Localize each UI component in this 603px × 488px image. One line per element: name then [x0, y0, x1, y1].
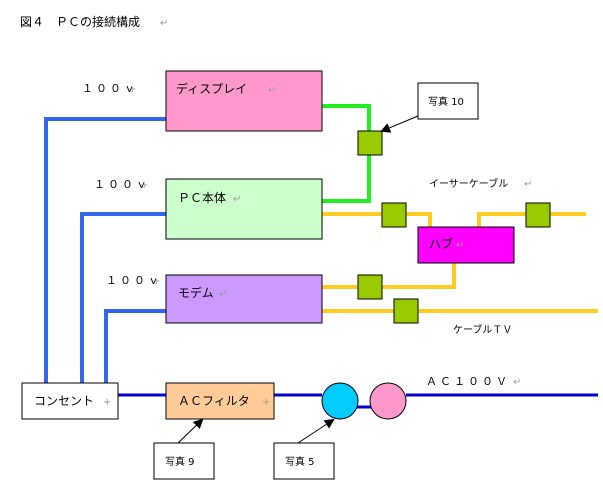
callout-arrow: [297, 418, 335, 444]
ethernet-cable-label: イーサーケーブル: [429, 177, 508, 190]
power-line-modem: [104, 309, 167, 383]
connector-lan-pc: [381, 202, 407, 228]
ac100v-label: ＡＣ１００Ｖ: [426, 375, 510, 388]
display-label: ディスプレイ: [176, 81, 247, 96]
power-label-display: １００ｖ: [82, 82, 138, 95]
power-label-modem: １００ｖ: [106, 274, 162, 287]
cable-tv-label: ケーブルＴＶ: [453, 323, 512, 336]
ac-lines: [118, 393, 598, 409]
modem-label: モデム: [178, 285, 214, 300]
callout-arrow: [177, 418, 204, 444]
return-mark: ↵: [233, 194, 241, 205]
callout-photo5-text: 写真 5: [285, 455, 315, 468]
arrow-mark: +: [140, 180, 148, 191]
callout-arrow: [380, 115, 419, 133]
modem-node[interactable]: モデム ↵: [165, 274, 323, 324]
callout-photo5[interactable]: 写真 5: [273, 418, 335, 480]
connector-video: [357, 130, 383, 156]
return-mark: ↵: [513, 377, 521, 388]
return-mark: ↵: [524, 179, 532, 190]
outlet-label: コンセント: [34, 394, 94, 408]
arrow-mark: +: [128, 84, 136, 95]
pc-node[interactable]: ＰＣ本体 ↵: [165, 178, 323, 240]
return-mark: ↵: [456, 240, 464, 251]
lan-line-pc-hub: [322, 212, 432, 228]
plug-circle-pink[interactable]: [369, 382, 407, 420]
hub-node[interactable]: ハブ ↵: [417, 226, 515, 264]
figure-title: 図４ ＰＣの接続構成: [20, 14, 140, 29]
callout-photo10[interactable]: 写真 10: [380, 82, 479, 133]
power-line-pc: [80, 212, 167, 383]
connector-lan-out: [525, 202, 551, 228]
arrow-mark: +: [103, 397, 111, 408]
connector-cable-tv: [393, 298, 419, 324]
callout-photo9[interactable]: 写真 9: [153, 418, 215, 480]
ac-filter-label: ＡＣフィルタ: [178, 394, 250, 408]
callout-photo9-text: 写真 9: [165, 455, 195, 468]
plug-circle-blue[interactable]: [321, 382, 359, 420]
hub-label: ハブ: [429, 236, 453, 251]
return-mark: ↵: [219, 289, 227, 300]
connector-modem-lan: [357, 274, 383, 300]
arrow-mark: +: [152, 276, 160, 287]
power-line-display: [44, 117, 167, 383]
connectors: [357, 130, 551, 324]
arrow-mark: +: [262, 397, 270, 408]
return-mark: ↵: [160, 18, 168, 29]
lan-line-modem-hub: [322, 263, 456, 289]
ac-filter-node[interactable]: ＡＣフィルタ +: [165, 382, 275, 420]
outlet-node[interactable]: コンセント +: [21, 382, 119, 420]
display-node[interactable]: ディスプレイ ↵: [165, 70, 323, 132]
power-lines: [44, 117, 167, 383]
pc-label: ＰＣ本体: [178, 191, 226, 205]
return-mark: ↵: [268, 85, 276, 96]
callout-photo10-text: 写真 10: [428, 95, 464, 108]
power-label-pc: １００ｖ: [94, 178, 150, 191]
